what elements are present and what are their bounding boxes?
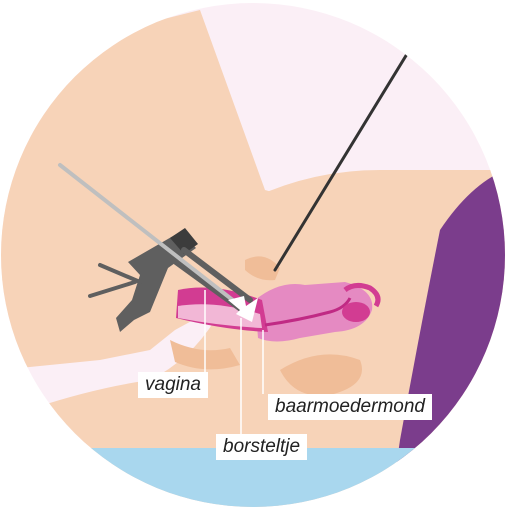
label-baarmoedermond: baarmoedermond bbox=[268, 394, 432, 420]
label-borsteltje: borsteltje bbox=[216, 434, 307, 460]
label-vagina: vagina bbox=[138, 372, 208, 398]
ovary bbox=[342, 302, 370, 322]
